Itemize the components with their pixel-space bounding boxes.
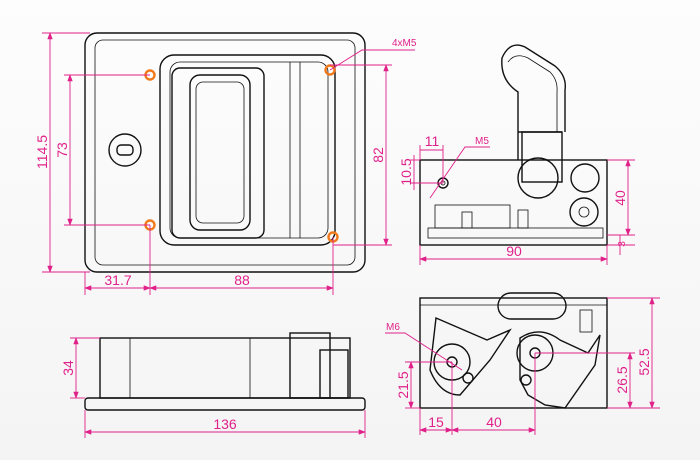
- dim-hole-spacing-v: 73: [54, 142, 70, 158]
- top-dimensions: 11 10.5 M5 40 3 90: [398, 133, 635, 265]
- side-dimensions: 34 136: [60, 337, 366, 438]
- dim-pivot-spacing: 40: [486, 414, 502, 430]
- front-dimensions: 114.5 73 82 31.7 88 4xM5: [34, 32, 417, 295]
- dim-recess-height: 82: [370, 147, 386, 163]
- dim-height: 40: [612, 190, 628, 206]
- dim-width: 90: [506, 243, 522, 259]
- top-view: [419, 44, 608, 246]
- mount-hole: [324, 64, 336, 76]
- top-thread-note: M5: [475, 136, 489, 147]
- dim-latch-height: 52.5: [636, 348, 652, 375]
- dim-edge-to-hole: 31.7: [104, 272, 131, 288]
- dim-hole-offset-y: 10.5: [398, 158, 414, 185]
- dim-length: 136: [213, 416, 237, 432]
- latch-dimensions: M6 21.5 15 40 26.5 52.5: [385, 297, 660, 435]
- dim-hole-spacing-h: 88: [234, 272, 250, 288]
- dim-overall-height: 114.5: [34, 135, 50, 169]
- dim-hole-offset-x: 11: [425, 133, 440, 149]
- latch-view: [419, 292, 608, 409]
- lock-cylinder-icon: [108, 133, 142, 167]
- dim-side-height: 34: [60, 360, 76, 376]
- dim-pivot1-x: 15: [428, 414, 444, 430]
- front-view: [84, 32, 366, 273]
- dim-pivot2-y: 26.5: [614, 366, 630, 393]
- dim-pivot1-y: 21.5: [395, 371, 411, 398]
- latch-thread-note: M6: [386, 322, 400, 333]
- thread-note: 4xM5: [392, 38, 417, 49]
- dim-plate: 3: [617, 241, 628, 247]
- side-view: [84, 332, 366, 411]
